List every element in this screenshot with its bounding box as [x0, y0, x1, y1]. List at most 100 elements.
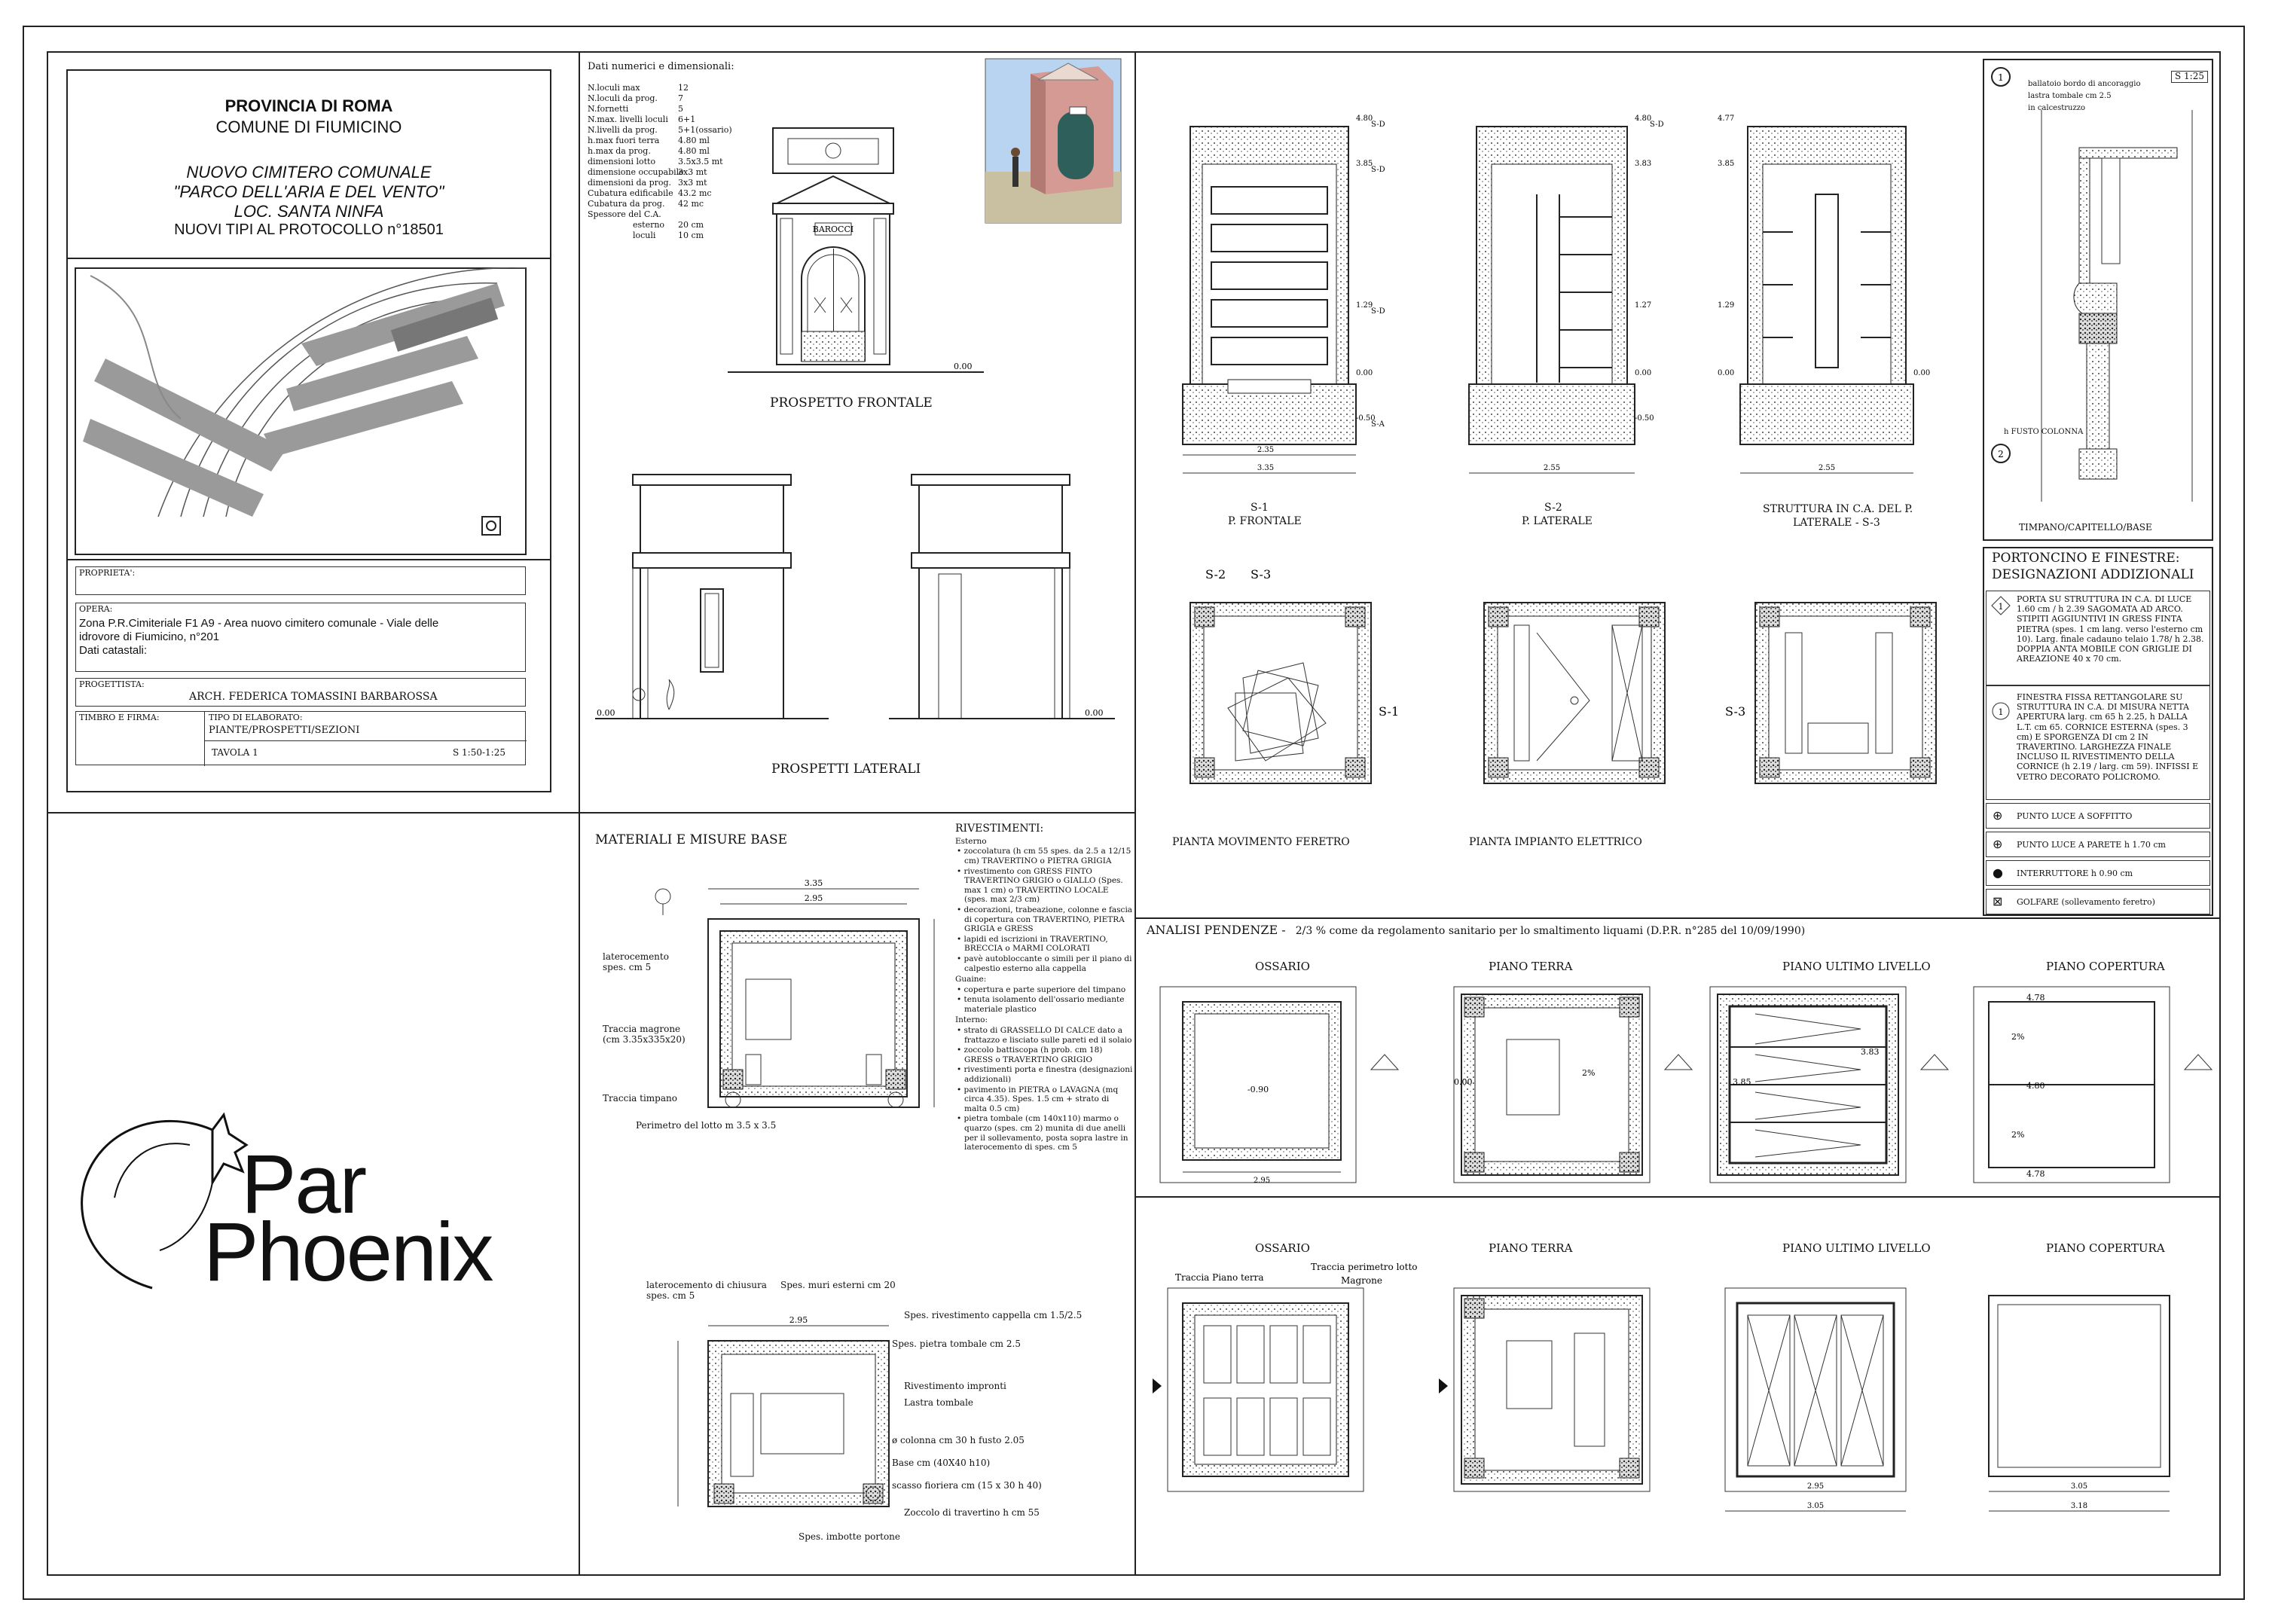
s1-sub: P. FRONTALE — [1228, 515, 1302, 527]
numeric-row: Cubatura da prog.42 mc — [588, 199, 731, 209]
project-line1: NUOVO CIMITERO COMUNALE — [186, 163, 432, 182]
numeric-row-value: 42 mc — [678, 199, 704, 209]
mat-b-label-8: Base cm (40X40 h10) — [892, 1458, 991, 1468]
cadastral: Dati catastali: — [79, 644, 148, 657]
svg-text:S-D: S-D — [1371, 121, 1385, 129]
finish-item: • zoccolo battiscopa (h prob. cm 18) GRE… — [955, 1046, 1133, 1064]
mat-b-label-11: Spes. imbotte portone — [799, 1531, 900, 1542]
materials-plan-b: 2.95 — [677, 1315, 890, 1507]
bullet-icon: • — [957, 995, 964, 1005]
plan-electrical — [1483, 602, 1666, 784]
protocol: NUOVI TIPI AL PROTOCOLLO n°18501 — [174, 221, 444, 238]
legend-window: 1 FINESTRA FISSA RETTANGOLARE SU STRUTTU… — [1986, 685, 2210, 800]
section-s2: 2.55 — [1468, 126, 1635, 474]
finish-text: zoccolo battiscopa (h prob. cm 18) GRESS… — [963, 1046, 1103, 1064]
finish-item: • strato di GRASSELLO DI CALCE dato a fr… — [955, 1026, 1133, 1045]
svg-text:3.85: 3.85 — [1733, 1077, 1751, 1087]
legend-item: ⊠ GOLFARE (sollevamento feretro) — [1986, 889, 2210, 914]
mat-label-3: Traccia timpano — [603, 1093, 677, 1104]
legend-symbol-icon: ● — [1993, 865, 2003, 880]
sections-drawing: 2.35 3.35 2.55 2.55 4.80 S-D 3.85 S — [1182, 114, 1930, 474]
numeric-row: Spessore del C.A. — [588, 209, 731, 220]
svg-text:4.78: 4.78 — [2026, 1169, 2045, 1179]
designer-label: PROGETTISTA: — [79, 679, 145, 689]
numeric-heading: Dati numerici e dimensionali: — [588, 61, 734, 72]
numeric-row-label: loculi — [633, 230, 656, 240]
legend-item: ● INTERRUTTORE h 0.90 cm — [1986, 860, 2210, 886]
sheet-scale: S 1:50-1:25 — [453, 747, 505, 758]
plan-structure: S-3 — [1725, 602, 1937, 784]
owner-label: PROPRIETA': — [79, 568, 136, 578]
drawing-type: PIANTE/PROSPETTI/SEZIONI — [209, 725, 360, 736]
svg-text:1.29: 1.29 — [1356, 301, 1373, 310]
plan-coffin: S-2 S-3 S-1 — [1189, 567, 1399, 784]
svg-text:S-D: S-D — [1371, 307, 1385, 316]
finish-item: • pavè autobloccante o simili per il pia… — [955, 954, 1133, 973]
svg-text:1: 1 — [1998, 72, 2004, 83]
mat-label-4: Perimetro del lotto m 3.5 x 3.5 — [636, 1120, 777, 1131]
svg-text:0.00: 0.00 — [1718, 369, 1734, 377]
finish-heading: RIVESTIMENTI: — [955, 823, 1044, 835]
detail-note-1: ballatoio bordo di ancoraggio — [2028, 80, 2141, 88]
numeric-row-label: esterno — [633, 220, 665, 230]
svg-text:2%: 2% — [1582, 1068, 1595, 1078]
slopes-title-text: ANALISI PENDENZE - — [1147, 923, 1286, 937]
svg-text:4.78: 4.78 — [2026, 993, 2045, 1003]
detail-title: TIMPANO/CAPITELLO/BASE — [2019, 522, 2152, 533]
plan-coffin-title: PIANTA MOVIMENTO FERETRO — [1172, 836, 1350, 848]
legend-item-label: INTERRUTTORE h 0.90 cm — [2017, 868, 2133, 878]
detail-scale: S 1:25 — [2171, 71, 2208, 83]
legend-door: 1 PORTA SU STRUTTURA IN C.A. DI LUCE 1.6… — [1986, 591, 2210, 685]
materials-plan: 3.35 2.95 — [655, 878, 935, 1108]
legend-item: ⊕PUNTO LUCE A PARETE h 1.70 cm — [1986, 832, 2210, 857]
slope-heading: PIANO TERRA — [1489, 960, 1573, 973]
title-sep2 — [66, 559, 551, 560]
detail-note-3: in calcestruzzo — [2028, 104, 2086, 112]
mat-b-label-9: scasso fioriera cm (15 x 30 h 40) — [892, 1480, 1042, 1491]
svg-text:4.80: 4.80 — [1356, 114, 1373, 123]
work-row: OPERA: Zona P.R.Cimiteriale F1 A9 - Area… — [75, 603, 526, 672]
svg-text:2.55: 2.55 — [1544, 464, 1560, 472]
numeric-row-value: 12 — [678, 83, 689, 93]
svg-text:3.35: 3.35 — [1257, 464, 1274, 472]
svg-text:2.95: 2.95 — [1254, 1177, 1270, 1185]
legend-symbol-icon: ⊕ — [1993, 837, 2003, 851]
legend-symbol-icon: ⊠ — [1993, 894, 2003, 908]
divider-v2 — [1134, 51, 1136, 1576]
numeric-row: N.loculi da prog.7 — [588, 93, 731, 104]
finish-text: pavè autobloccante o simili per il piano… — [963, 954, 1132, 973]
logo-text-1: Par — [241, 1138, 367, 1231]
svg-text:0.00: 0.00 — [1635, 369, 1651, 377]
numeric-row-label: dimensioni da prog. — [588, 178, 672, 188]
slopes-subtitle: 2/3 % come da regolamento sanitario per … — [1295, 925, 1806, 937]
sheet-border — [23, 26, 2245, 1600]
slope-plans-row2: Traccia Piano terra Traccia perimetro lo… — [1153, 1262, 2170, 1512]
svg-text:3.05: 3.05 — [1807, 1502, 1824, 1510]
front-zero: 0.00 — [954, 362, 973, 371]
svg-text:0.00: 0.00 — [1913, 369, 1930, 377]
slope-heading: PIANO COPERTURA — [2046, 960, 2165, 973]
mat-b-label-7: ø colonna cm 30 h fusto 2.05 — [892, 1435, 1025, 1445]
logo-text-2: Phoenix — [203, 1206, 494, 1299]
legend-item-label: GOLFARE (sollevamento feretro) — [2017, 897, 2155, 907]
finish-text: pavimento in PIETRA o LAVAGNA (mq circa … — [963, 1085, 1119, 1113]
s3-sub: LATERALE - S-3 — [1793, 517, 1880, 529]
svg-text:2.95: 2.95 — [789, 1315, 808, 1325]
svg-text:S-A: S-A — [1371, 420, 1385, 429]
legend-window-text: FINESTRA FISSA RETTANGOLARE SU STRUTTURA… — [2017, 692, 2199, 782]
bullet-icon: • — [957, 866, 964, 876]
project-line2: "PARCO DELL'ARIA E DEL VENTO" — [173, 182, 444, 201]
finish-item: • pietra tombale (cm 140x110) marmo o qu… — [955, 1114, 1133, 1152]
title-header: PROVINCIA DI ROMA COMUNE DI FIUMICINO NU… — [66, 69, 551, 258]
slope-plans-row1: -0.90 2.95 0.00 2% 3.85 3.83 4.78 4.80 4… — [1159, 986, 2213, 1185]
finishes: RIVESTIMENTI:Esterno• zoccolatura (h cm … — [955, 821, 1133, 1153]
svg-text:S-3: S-3 — [1251, 567, 1271, 582]
finish-heading: Guaine: — [955, 975, 987, 984]
slope-heading: PIANO COPERTURA — [2046, 1241, 2165, 1255]
numeric-row-value: 43.2 mc — [678, 188, 712, 198]
